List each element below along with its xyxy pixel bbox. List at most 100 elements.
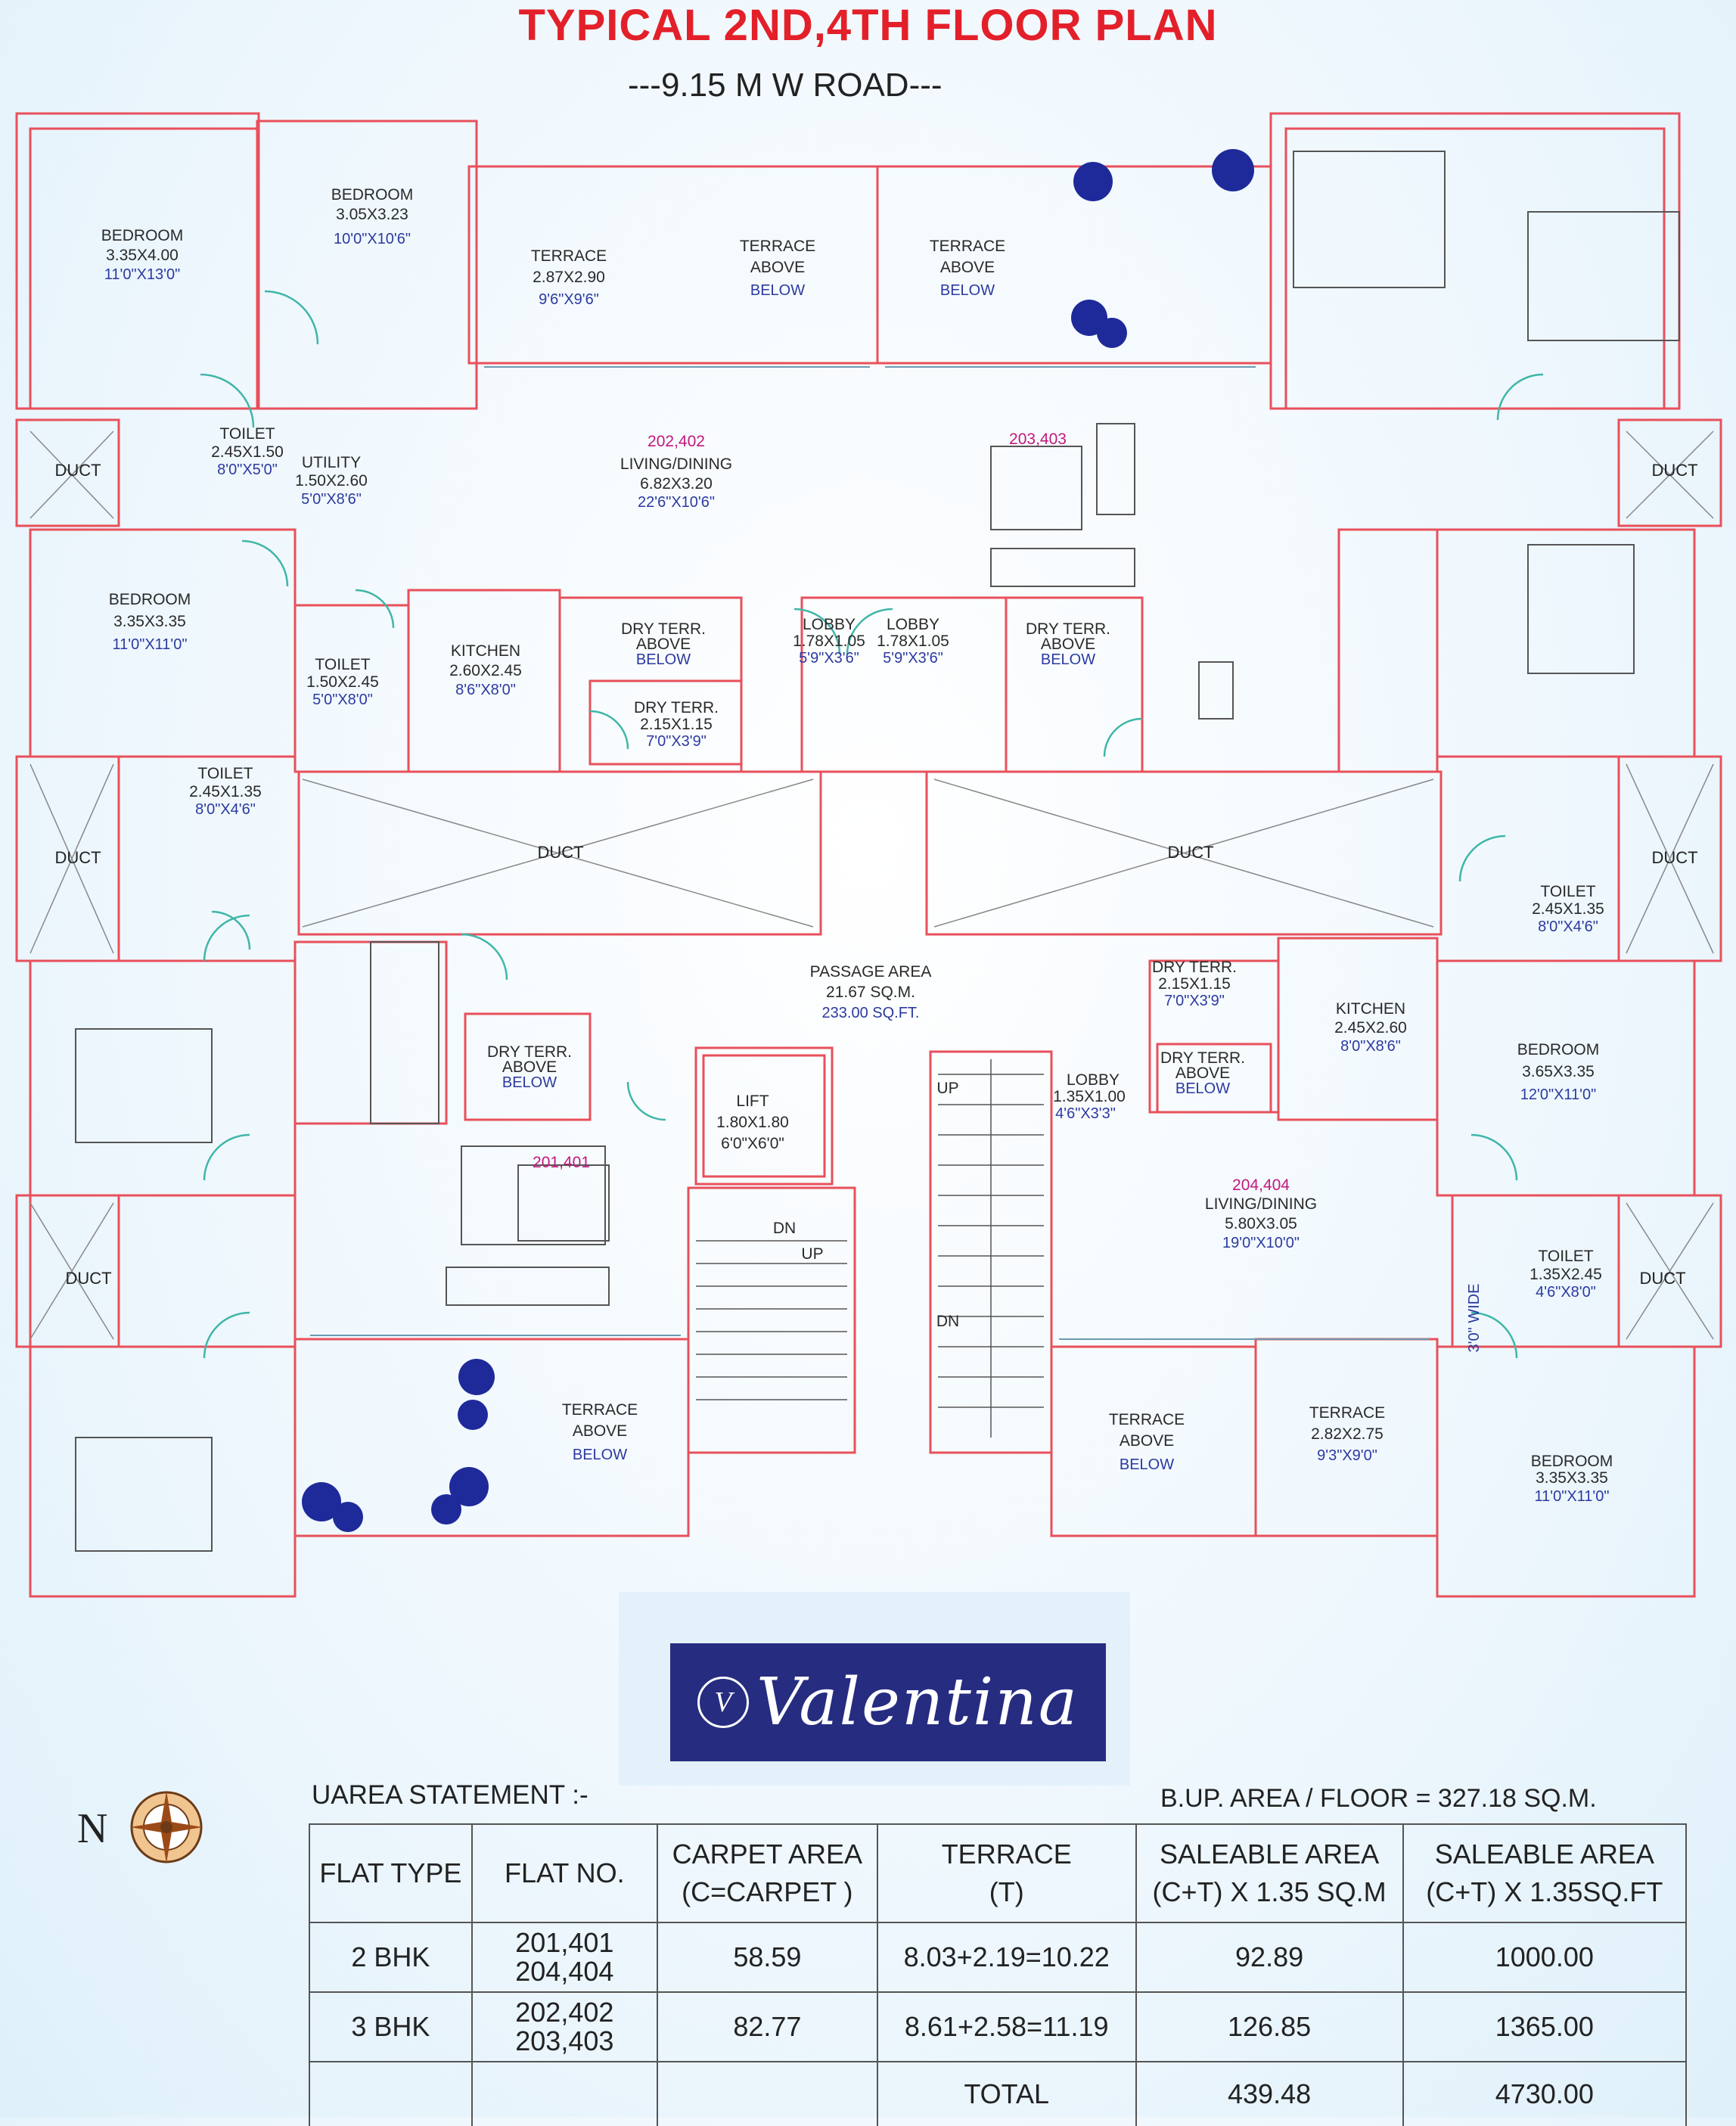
room-ft: 9'3"X9'0"	[1317, 1447, 1377, 1464]
valentina-logo: V Valentina	[670, 1643, 1106, 1761]
floor-plan: BEDROOM 3.35X4.00 11'0"X13'0" BEDROOM 3.…	[15, 112, 1722, 1598]
room-name: TOILET	[197, 765, 253, 782]
road-label: ---9.15 M W ROAD---	[628, 67, 943, 104]
empty-cell	[470, 2061, 658, 2126]
room-name: TOILET	[315, 656, 370, 673]
room-note: ABOVE	[1041, 636, 1095, 653]
room-dim: 1.50X2.45	[306, 673, 379, 691]
duct-label: DUCT	[1639, 1269, 1685, 1288]
room-note: BELOW	[502, 1074, 557, 1091]
stair-dn-label: DN	[773, 1220, 796, 1237]
room-name: DRY TERR.	[1152, 959, 1237, 976]
room-name: TERRACE	[930, 238, 1005, 255]
room-dim: 3.35X3.35	[1536, 1469, 1608, 1487]
room-ft: 8'0"X4'6"	[195, 801, 256, 818]
room-dim: 2.82X2.75	[1311, 1425, 1384, 1443]
room-note: BELOW	[750, 282, 805, 299]
column-header: FLAT TYPE	[309, 1823, 473, 1923]
room-dim: 1.35X1.00	[1053, 1088, 1126, 1105]
room-dim: 2.45X1.35	[1532, 900, 1604, 918]
room-name: BEDROOM	[1531, 1453, 1613, 1470]
flat-number: 204,404	[1232, 1176, 1290, 1194]
north-compass-icon: N	[77, 1791, 203, 1863]
room-note: ABOVE	[1175, 1065, 1230, 1082]
room-ft: 4'6"X8'0"	[1536, 1284, 1596, 1301]
stair-dn-label: DN	[936, 1313, 959, 1330]
duct-label: DUCT	[537, 843, 583, 862]
room-ft: 19'0"X10'0"	[1222, 1235, 1300, 1251]
room-name: KITCHEN	[451, 642, 520, 660]
area-statement-label: UAREA STATEMENT :-	[312, 1780, 589, 1810]
room-ft: 5'0"X8'0"	[312, 692, 373, 708]
carpet-area: 58.59	[656, 1922, 878, 1993]
room-dim: 3.35X4.00	[106, 247, 179, 264]
terrace-area: 8.03+2.19=10.22	[876, 1922, 1137, 1993]
staircase	[696, 1059, 1044, 1438]
room-ft: 5'9"X3'6"	[799, 650, 859, 667]
builtup-area-label: B.UP. AREA / FLOOR = 327.18 SQ.M.	[1160, 1784, 1597, 1813]
north-letter: N	[77, 1805, 107, 1852]
room-name: DRY TERR.	[1026, 620, 1110, 638]
room-ft: 7'0"X3'9"	[1164, 993, 1225, 1009]
room-dim: 1.80X1.80	[716, 1114, 789, 1131]
logo-monogram-icon: V	[697, 1677, 749, 1728]
room-name: BEDROOM	[109, 591, 191, 608]
room-name: TERRACE	[531, 247, 607, 265]
room-dim: 5.80X3.05	[1225, 1215, 1297, 1232]
room-ft: 5'9"X3'6"	[883, 650, 943, 667]
room-name: LIFT	[736, 1093, 769, 1110]
room-note: BELOW	[940, 282, 995, 299]
passage-width-label: 3'0" WIDE	[1466, 1284, 1483, 1353]
room-name: TOILET	[219, 425, 275, 443]
room-dim: 3.65X3.35	[1522, 1063, 1595, 1080]
column-header: FLAT NO.	[470, 1823, 658, 1923]
duct-label: DUCT	[1651, 848, 1697, 867]
room-ft: 11'0"X11'0"	[113, 636, 188, 653]
room-ft: 8'0"X8'6"	[1340, 1038, 1401, 1055]
saleable-sqft: 1000.00	[1402, 1922, 1688, 1993]
room-name: LIVING/DINING	[1205, 1195, 1317, 1213]
room-name: TERRACE	[1309, 1404, 1385, 1422]
room-dim: 2.45X1.35	[189, 783, 262, 800]
table-header-row: FLAT TYPE FLAT NO. CARPET AREA(C=CARPET …	[309, 1823, 1688, 1923]
room-ft: 6'0"X6'0"	[721, 1135, 784, 1152]
room-name: TOILET	[1538, 1248, 1593, 1265]
duct-label: DUCT	[54, 848, 101, 867]
room-name: LOBBY	[887, 616, 939, 633]
room-dim: 21.67 SQ.M.	[826, 984, 915, 1001]
room-note: BELOW	[636, 651, 691, 668]
room-name: DRY TERR.	[621, 620, 706, 638]
column-header: SALEABLE AREA(C+T) X 1.35 SQ.M	[1135, 1823, 1404, 1923]
area-statement-table: FLAT TYPE FLAT NO. CARPET AREA(C=CARPET …	[309, 1823, 1688, 2126]
room-note: ABOVE	[636, 636, 691, 653]
room-dim: 2.87X2.90	[533, 269, 605, 286]
page-title: TYPICAL 2ND,4TH FLOOR PLAN	[518, 1, 1218, 50]
room-note: BELOW	[573, 1447, 627, 1463]
room-name: TERRACE	[1109, 1411, 1185, 1428]
room-note: ABOVE	[940, 259, 995, 276]
stair-up-label: UP	[936, 1080, 958, 1097]
total-row: TOTAL 439.48 4730.00	[309, 2061, 1688, 2126]
room-ft: 8'0"X5'0"	[217, 462, 278, 478]
room-note: BELOW	[1041, 651, 1095, 668]
saleable-sqft: 1365.00	[1402, 1991, 1688, 2062]
room-dim: 1.78X1.05	[877, 633, 949, 650]
duct-label: DUCT	[1651, 461, 1697, 480]
room-note: BELOW	[1120, 1456, 1174, 1473]
room-name: LOBBY	[1067, 1071, 1120, 1089]
room-ft: 8'6"X8'0"	[455, 682, 516, 698]
flat-number: 201,401	[533, 1154, 590, 1171]
room-note: ABOVE	[750, 259, 805, 276]
room-ft: 9'6"X9'6"	[539, 291, 599, 308]
room-name: LIVING/DINING	[620, 455, 732, 473]
room-dim: 2.15X1.15	[1158, 975, 1231, 993]
room-note: BELOW	[1175, 1080, 1230, 1097]
total-sqm: 439.48	[1135, 2061, 1404, 2126]
room-ft: 12'0"X11'0"	[1520, 1086, 1596, 1103]
room-name: UTILITY	[302, 454, 361, 471]
furniture	[75, 151, 1680, 1552]
room-name: BEDROOM	[101, 227, 184, 244]
